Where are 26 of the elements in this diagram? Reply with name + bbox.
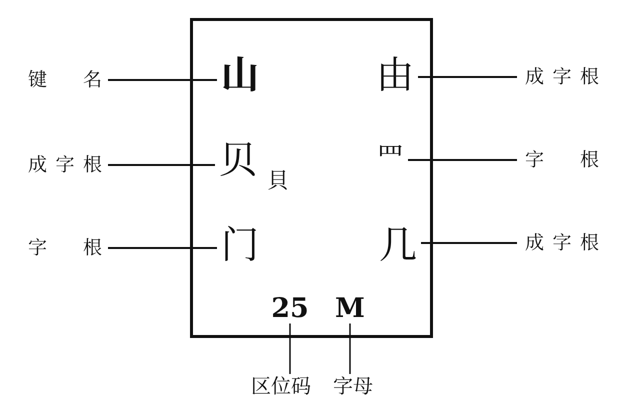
leader-line	[421, 242, 517, 244]
radical-character: 门	[220, 226, 259, 264]
radical-character: 几	[378, 226, 417, 264]
callout-label: 区位码	[251, 376, 311, 396]
callout-label: 成字根	[525, 234, 599, 252]
variant-character: 貝	[267, 171, 290, 193]
callout-label: 字母	[333, 376, 373, 396]
leader-line	[108, 164, 215, 166]
radical-character: 由	[376, 56, 414, 94]
callout-label: 成字根	[28, 156, 102, 174]
callout-label: 键 名	[28, 70, 102, 90]
callout-label: 成字根	[525, 68, 599, 86]
leader-line	[408, 159, 517, 161]
radical-character: 罒	[376, 144, 404, 172]
radical-character: 贝	[218, 141, 257, 179]
leader-line	[108, 247, 217, 249]
leader-line	[418, 76, 517, 78]
leader-line	[289, 324, 291, 374]
callout-label: 字 根	[28, 238, 102, 258]
area-code: 25	[271, 294, 309, 322]
radical-character: 山	[220, 56, 259, 94]
leader-line	[349, 324, 351, 374]
leader-line	[108, 79, 217, 81]
letter-code: M	[335, 294, 365, 322]
frame-box	[190, 18, 433, 338]
callout-label: 字 根	[525, 150, 599, 170]
